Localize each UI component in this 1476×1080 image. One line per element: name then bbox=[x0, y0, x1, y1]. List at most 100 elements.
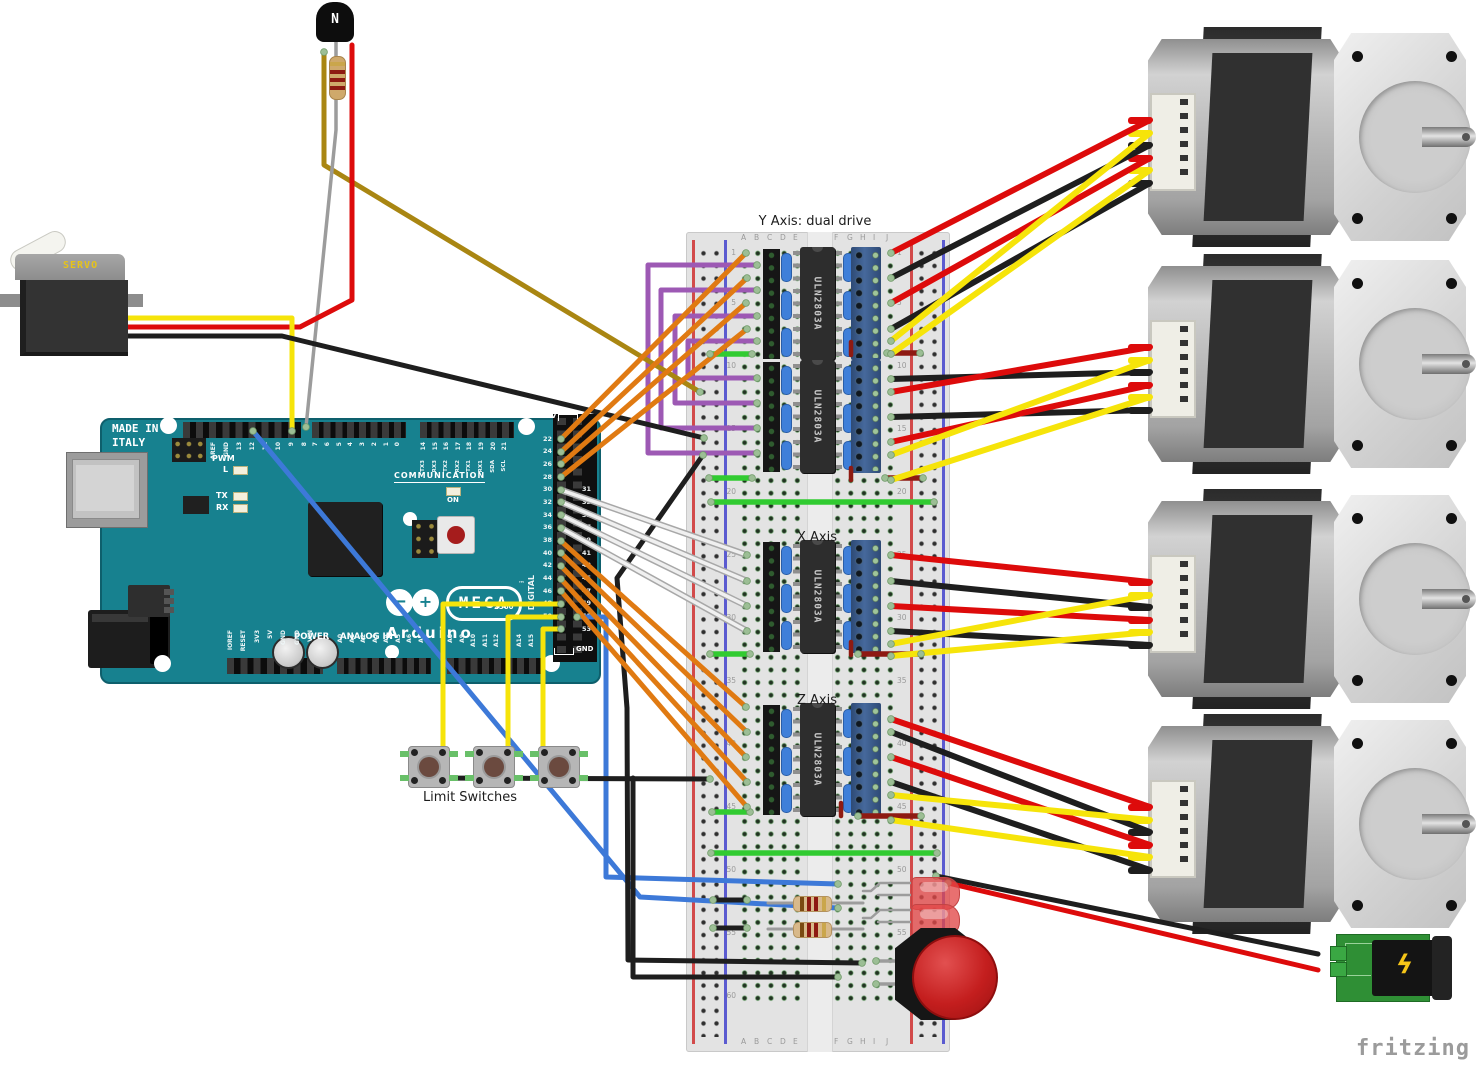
screw-hole bbox=[1446, 440, 1457, 451]
shaft-hole bbox=[1462, 133, 1470, 141]
resistor[interactable] bbox=[793, 922, 832, 938]
switch-button[interactable] bbox=[549, 757, 569, 777]
header-top-3[interactable] bbox=[420, 422, 514, 438]
servo-top: SERVO bbox=[15, 254, 125, 280]
terminal-screws bbox=[853, 249, 865, 358]
bb-column-label: E bbox=[793, 1037, 798, 1046]
limit-switch[interactable] bbox=[530, 746, 588, 788]
header-analog-2[interactable] bbox=[447, 658, 541, 674]
socket-slot bbox=[781, 366, 792, 395]
bb-row-number: 35 bbox=[726, 676, 736, 686]
uln2803a-chip[interactable]: ULN2803A bbox=[800, 540, 835, 653]
pin-label: 3 bbox=[359, 442, 366, 447]
pin-label: VIN bbox=[307, 630, 314, 642]
stepper-motor[interactable] bbox=[1128, 489, 1476, 709]
terminal-block[interactable] bbox=[851, 247, 881, 360]
bb-column-label: I bbox=[873, 233, 876, 242]
push-button[interactable] bbox=[912, 935, 998, 1020]
digital-pin-number: 22 bbox=[542, 434, 552, 443]
icsp-header-2[interactable] bbox=[412, 520, 438, 558]
socket-slot bbox=[781, 441, 792, 470]
connector-wire-stub bbox=[1128, 394, 1152, 401]
terminal-clips bbox=[871, 705, 880, 814]
terminal-block[interactable] bbox=[851, 540, 881, 653]
bb-row-number: 20 bbox=[726, 487, 736, 497]
bb-column-label: A bbox=[741, 1037, 747, 1046]
digital-pin-number: 41 bbox=[582, 548, 592, 557]
pin-label: 17 bbox=[455, 442, 462, 451]
terminal-block[interactable] bbox=[851, 360, 881, 473]
bb-row-number: 30 bbox=[897, 613, 907, 623]
header-top-1[interactable] bbox=[183, 422, 301, 438]
terminal-block[interactable] bbox=[851, 703, 881, 816]
connector-wire-stub bbox=[1128, 180, 1152, 187]
resistor[interactable] bbox=[793, 896, 832, 912]
switch-button[interactable] bbox=[419, 757, 439, 777]
servo-body bbox=[20, 280, 128, 356]
resistor[interactable] bbox=[329, 56, 346, 100]
switch-button[interactable] bbox=[484, 757, 504, 777]
connector-wire-stub bbox=[1128, 617, 1152, 624]
screw-hole bbox=[1446, 675, 1457, 686]
wire[interactable] bbox=[304, 40, 338, 429]
pin-label: A11 bbox=[482, 634, 489, 647]
pwm-label: PWM bbox=[212, 454, 235, 463]
corner-hole bbox=[385, 645, 399, 659]
transistor[interactable]: N bbox=[316, 2, 354, 42]
limit-switch[interactable] bbox=[400, 746, 458, 788]
header-top-2[interactable] bbox=[312, 422, 406, 438]
socket-slot bbox=[781, 546, 792, 575]
voltage-regulator bbox=[128, 585, 174, 617]
screw-hole bbox=[1352, 513, 1363, 524]
socket-slot bbox=[781, 328, 792, 357]
switch-pin bbox=[569, 749, 576, 756]
annotation-limit-switches[interactable]: Limit Switches bbox=[422, 790, 518, 805]
limit-switch[interactable] bbox=[465, 746, 523, 788]
uln2803a-chip[interactable]: ULN2803A bbox=[800, 247, 835, 360]
battery-terminal[interactable] bbox=[1330, 946, 1347, 961]
wire-end-cap bbox=[320, 48, 328, 56]
stepper-motor[interactable] bbox=[1128, 714, 1476, 934]
logo-tm: ™ bbox=[518, 580, 525, 588]
bb-row-number: 20 bbox=[897, 487, 907, 497]
wire[interactable] bbox=[125, 42, 355, 330]
digital-pin-number: 38 bbox=[542, 535, 552, 544]
annotation-y-axis[interactable]: Y Axis: dual drive bbox=[758, 214, 872, 229]
battery-terminal[interactable] bbox=[1330, 962, 1347, 977]
annotation-x-axis[interactable]: X Axis bbox=[796, 530, 837, 545]
uln2803a-chip[interactable]: ULN2803A bbox=[800, 360, 835, 473]
switch-pin bbox=[411, 749, 418, 756]
bb-column-label: J bbox=[886, 1037, 889, 1046]
digital-pin-number: 51 bbox=[582, 611, 592, 620]
stepper-motor[interactable] bbox=[1128, 254, 1476, 474]
wire[interactable] bbox=[125, 315, 295, 434]
switch-pin bbox=[504, 749, 511, 756]
annotation-z-axis[interactable]: Z Axis bbox=[796, 693, 837, 708]
rail-holes-left[interactable] bbox=[696, 246, 723, 1037]
corner-hole bbox=[160, 417, 177, 434]
screw-hole bbox=[1352, 440, 1363, 451]
barrel-jack[interactable]: ϟ bbox=[1372, 936, 1452, 1000]
digital-pin-number: 46 bbox=[542, 586, 552, 595]
terminal-clips bbox=[871, 542, 880, 651]
stepper-motor[interactable] bbox=[1128, 27, 1476, 247]
communication-label: COMMUNICATION bbox=[394, 472, 486, 483]
mega-logo-box: MEGA bbox=[446, 586, 522, 621]
wire[interactable] bbox=[321, 49, 703, 395]
pin-label: TX3 bbox=[420, 460, 426, 472]
uln2803a-chip[interactable]: ULN2803A bbox=[800, 703, 835, 816]
screw-hole bbox=[1352, 675, 1363, 686]
usb-bridge-chip bbox=[183, 496, 209, 514]
chip-label: ULN2803A bbox=[811, 276, 823, 331]
header-analog-1[interactable] bbox=[337, 658, 431, 674]
corner-hole bbox=[154, 655, 171, 672]
connector-wire-stub bbox=[1128, 369, 1152, 376]
digital-pin-number: 30 bbox=[542, 485, 552, 494]
switch-lead bbox=[465, 775, 474, 781]
icsp-header-1[interactable] bbox=[172, 438, 206, 462]
chip-legs bbox=[835, 251, 842, 357]
digital-pin-number: 36 bbox=[542, 523, 552, 532]
shaft-hole bbox=[1462, 595, 1470, 603]
reset-button[interactable] bbox=[437, 516, 475, 554]
pin-label: AREF bbox=[210, 442, 217, 460]
